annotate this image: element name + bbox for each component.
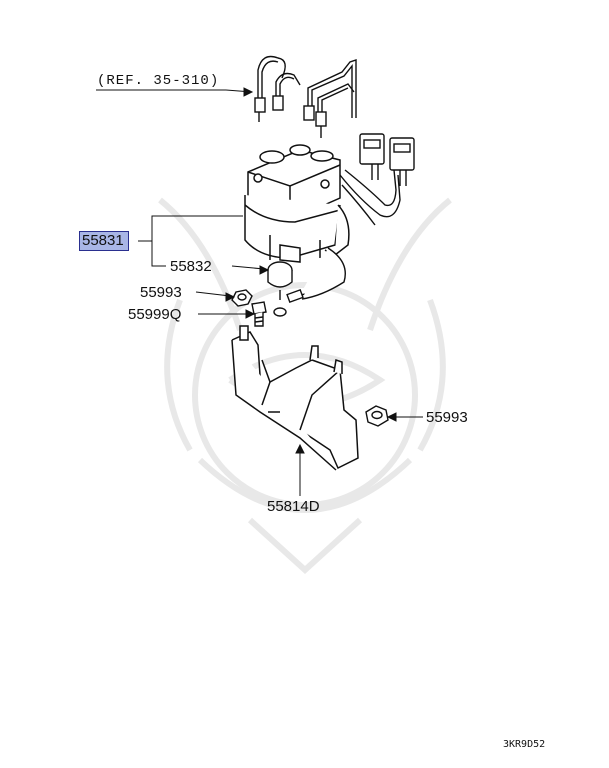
ref-leader (96, 87, 254, 97)
leader-lines (138, 215, 423, 496)
part-label-55814d[interactable]: 55814D (267, 498, 320, 515)
part-label-55993-right[interactable]: 55993 (426, 409, 468, 426)
electrical-connectors (339, 133, 415, 226)
brake-pipes (254, 55, 357, 138)
diagram-code: 3KR9D52 (503, 739, 546, 750)
part-label-55999q[interactable]: 55999Q (128, 306, 182, 323)
part-label-55993-left[interactable]: 55993 (140, 284, 182, 301)
mounting-bracket (231, 325, 359, 471)
nut-right (365, 405, 389, 427)
nut-left (231, 289, 253, 307)
ref-label: (REF. 35-310) (97, 73, 220, 89)
bolt (251, 301, 267, 327)
abs-hydraulic-unit (244, 144, 350, 263)
main-part-label[interactable]: 55831 (79, 231, 129, 251)
part-label-55832[interactable]: 55832 (170, 258, 212, 275)
sensor-and-harness (267, 247, 346, 317)
